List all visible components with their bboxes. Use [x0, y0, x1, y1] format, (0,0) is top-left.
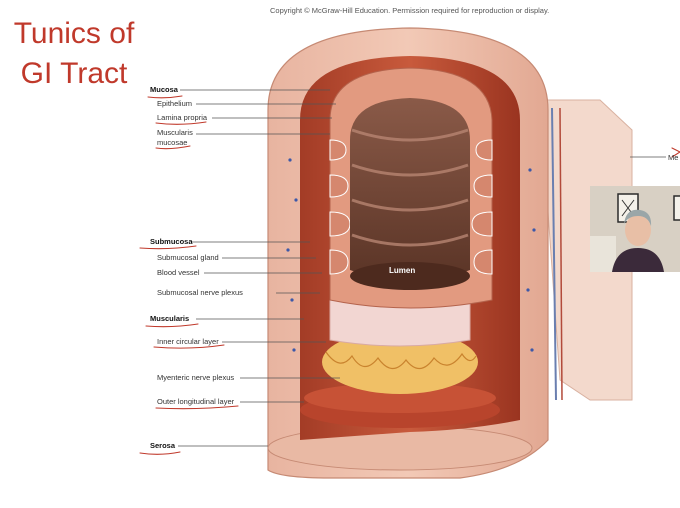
label-muscularis: Muscularis — [150, 314, 190, 323]
serosa-vessel-dots — [286, 158, 536, 352]
slide-title: Tunics of GI Tract — [4, 14, 144, 94]
villi-right — [471, 139, 493, 275]
copyright-notice: Copyright © McGraw-Hill Education. Permi… — [270, 6, 550, 15]
slide-title-line2: GI Tract — [20, 57, 128, 90]
inner-circular-face — [322, 330, 478, 394]
villi-left — [329, 139, 351, 275]
label-submucosal-gland: Submucosal gland — [157, 253, 219, 262]
label-inner-circular-layer: Inner circular layer — [157, 337, 219, 346]
label-submucosa: Submucosa — [150, 237, 193, 246]
mesentery-vessel — [551, 107, 557, 401]
label-blood-vessel: Blood vessel — [157, 268, 200, 277]
label-myenteric-nerve-plexus: Myenteric nerve plexus — [157, 373, 235, 382]
pen-annotations — [139, 95, 680, 455]
outer-longitudinal-face-top — [304, 383, 496, 413]
label-lamina-propria: Lamina propria — [157, 113, 208, 122]
leader-lines — [178, 89, 666, 447]
slide-title-line1: Tunics of — [13, 17, 135, 50]
inner-circular-pattern — [325, 351, 477, 370]
label-mesentery-partial: Me — [668, 153, 679, 162]
label-mucosa: Mucosa — [150, 85, 178, 94]
mesentery-vessel-2 — [559, 107, 563, 401]
label-serosa: Serosa — [150, 441, 176, 450]
label-outer-longitudinal-layer: Outer longitudinal layer — [157, 397, 235, 406]
label-muscularis-mucosae-2: mucosae — [157, 138, 188, 147]
label-epithelium: Epithelium — [157, 99, 193, 108]
label-muscularis-mucosae-1: Muscularis — [157, 128, 193, 137]
mesentery-sheet — [539, 99, 633, 401]
lumen-label: Lumen — [389, 266, 416, 275]
lumen-bottom — [350, 262, 470, 290]
lumen — [350, 98, 470, 281]
label-submucosal-nerve-plexus: Submucosal nerve plexus — [157, 288, 243, 297]
presenter-webcam — [590, 186, 680, 272]
submucosa-band — [329, 299, 471, 347]
lumen-folds — [351, 128, 469, 247]
